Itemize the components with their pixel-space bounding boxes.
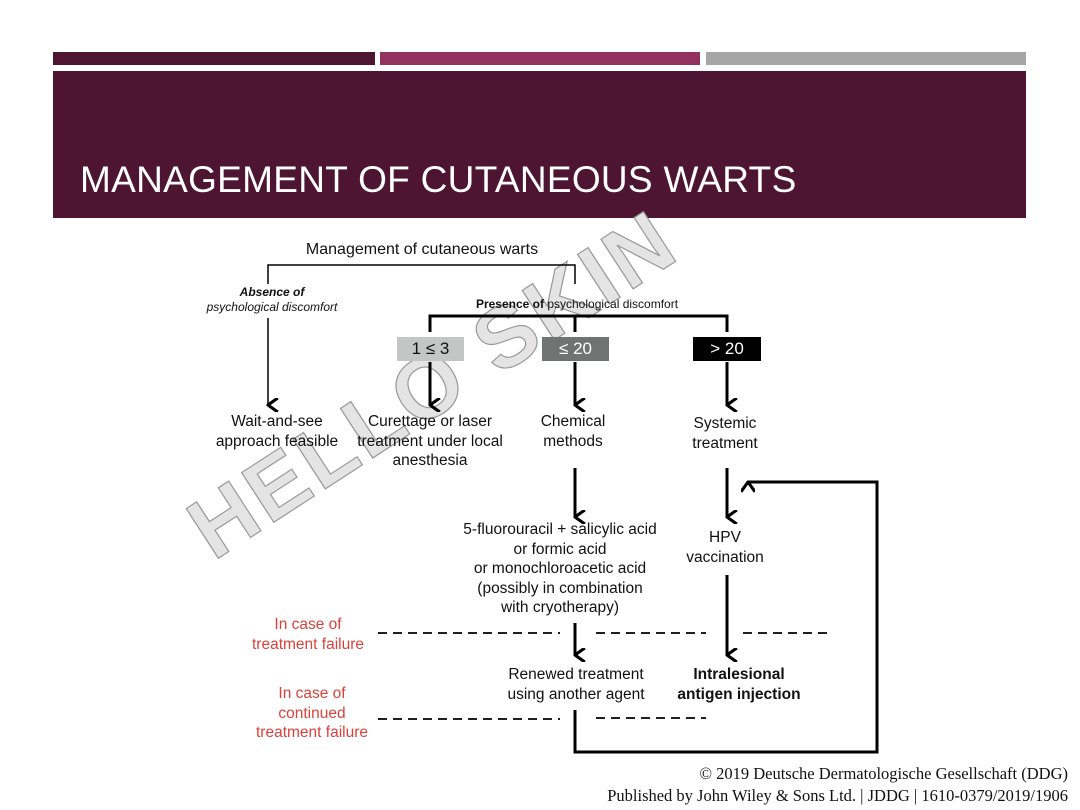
continued-failure-label: In case of continued treatment failure	[256, 684, 368, 743]
root-label: Management of cutaneous warts	[305, 241, 539, 258]
text-line: In case of	[274, 616, 342, 633]
absence-label: Absence of psychological discomfort	[207, 285, 338, 315]
title-band: MANAGEMENT OF CUTANEOUS WARTS	[53, 71, 1026, 218]
text-line: antigen injection	[677, 685, 801, 703]
text-line: vaccination	[686, 548, 764, 566]
text-line: or monochloroacetic acid	[473, 560, 647, 577]
chemical-methods: Chemical methods	[541, 412, 606, 451]
curettage: Curettage or laser treatment under local a…	[357, 412, 503, 471]
text-line: or formic acid	[513, 540, 607, 558]
presence-label: Presence of psychological discomfort	[476, 295, 678, 315]
text-line: Curettage or laser	[367, 413, 493, 430]
text-line: (possibly in combination	[477, 579, 643, 597]
text-line: 5-fluorouracil + salicylic acid	[463, 521, 657, 538]
text-line: Systemic	[693, 415, 757, 432]
accent-bar-magenta	[380, 52, 700, 65]
intralesional-injection: Intralesional antigen injection	[677, 665, 800, 704]
text-line: anesthesia	[392, 452, 468, 469]
text-line: treatment failure	[252, 635, 364, 653]
text-line: treatment under local	[357, 432, 503, 450]
box-up-to-20: ≤ 20	[542, 337, 609, 361]
text-line: methods	[543, 432, 603, 450]
text-line: Renewed treatment	[508, 666, 644, 683]
presence-bracket	[428, 314, 729, 332]
box-1-to-3: 1 ≤ 3	[397, 337, 464, 361]
text-line: Chemical	[540, 413, 606, 430]
copyright: © 2019 Deutsche Dermatologische Gesellsc…	[699, 764, 1068, 783]
text-line: treatment	[692, 434, 758, 452]
accent-bar-grey	[706, 52, 1026, 65]
text-line: Wait-and-see	[231, 413, 323, 430]
root-bracket	[267, 264, 576, 284]
absence-rest: psychological discomfort	[206, 300, 338, 314]
text-line: with cryotherapy)	[500, 599, 619, 616]
acid-treatments: 5-fluorouracil + salicylic acid or formic…	[463, 520, 656, 618]
renewed-treatment: Renewed treatment using another agent	[507, 665, 644, 704]
text-line: continued	[278, 704, 346, 722]
presence-bold: Presence of	[475, 297, 544, 311]
slide-title: MANAGEMENT OF CUTANEOUS WARTS	[80, 159, 797, 200]
absence-bold: Absence of	[239, 285, 305, 299]
text-line: treatment failure	[256, 724, 368, 741]
systemic-treatment: Systemic treatment	[692, 414, 757, 453]
text-line: Intralesional	[693, 666, 785, 683]
accent-bar-dark	[53, 52, 375, 65]
text-line: approach feasible	[215, 432, 339, 450]
presence-rest: psychological discomfort	[547, 297, 679, 311]
treatment-failure-label: In case of treatment failure	[252, 615, 364, 654]
publisher: Published by John Wiley & Sons Ltd. | JD…	[607, 786, 1068, 805]
wait-and-see: Wait-and-see approach feasible	[216, 412, 338, 451]
hpv-vaccination: HPV vaccination	[686, 528, 764, 567]
text-line: using another agent	[507, 685, 645, 703]
text-line: In case of	[278, 685, 346, 702]
arrow-loop-back	[573, 480, 879, 754]
text-line: HPV	[709, 529, 741, 546]
box-over-20: > 20	[693, 337, 761, 361]
